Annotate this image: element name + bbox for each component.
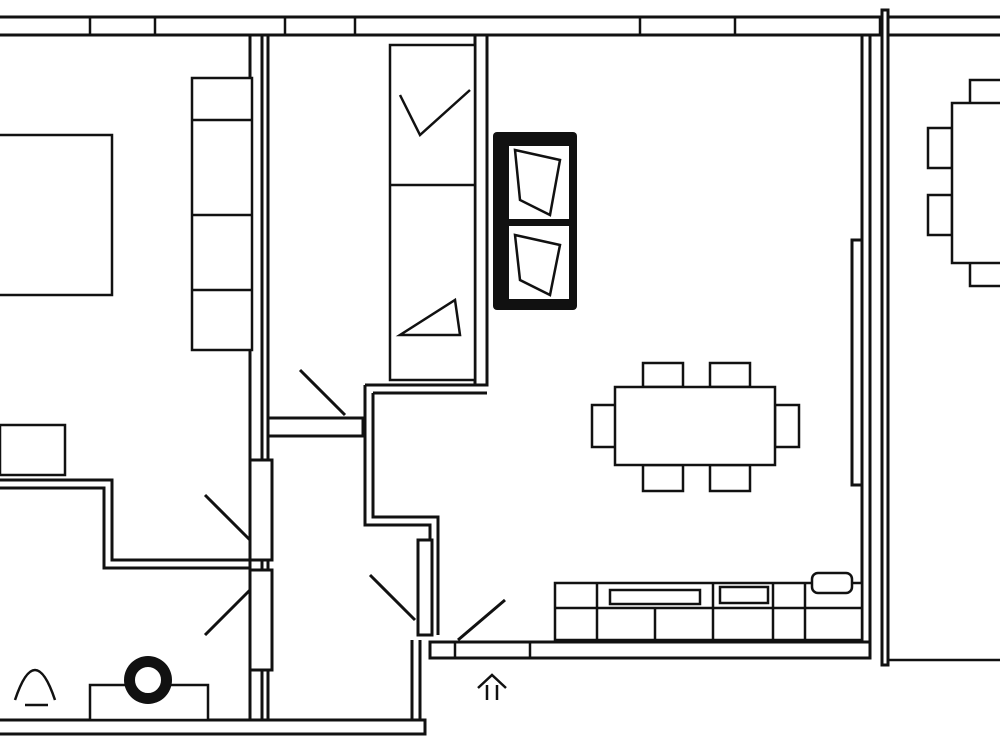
wall-hall-step (363, 383, 487, 635)
bed-icon (0, 133, 114, 297)
kitchen-counter-icon (553, 571, 864, 642)
wall-hall-bottom (410, 640, 422, 720)
door-swing-icon[interactable] (203, 368, 506, 672)
dining-table-icon (590, 361, 801, 493)
window-right (850, 238, 864, 487)
entrance-arrow-icon (477, 673, 507, 700)
sink-icon (13, 668, 57, 707)
counter-block (0, 423, 67, 477)
exterior-top-wall (0, 15, 1000, 37)
sofa-icon (493, 132, 577, 310)
wardrobe-icon (190, 76, 254, 352)
right-table-icon (926, 78, 1000, 288)
wall-bathroom (0, 478, 250, 570)
wall-bottom-living (428, 640, 872, 660)
wall-hall-partition (266, 416, 365, 438)
wall-cabinet (473, 33, 489, 387)
toilet-icon (88, 656, 210, 722)
wall-bottom-left (0, 718, 427, 736)
cabinet-icon (388, 43, 477, 382)
wall-exterior-right (880, 8, 890, 667)
